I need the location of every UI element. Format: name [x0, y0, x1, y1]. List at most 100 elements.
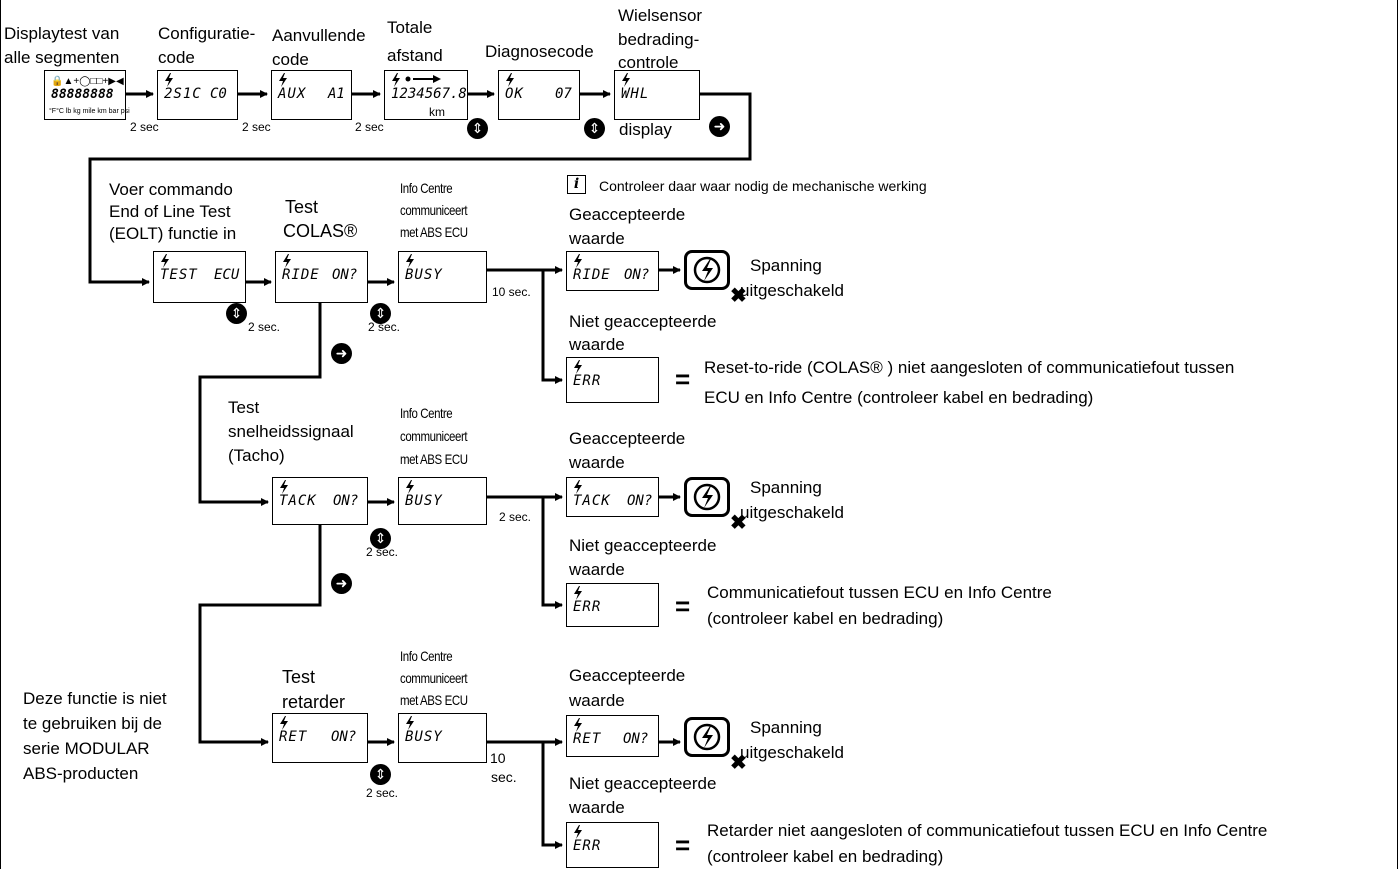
updown-button-icon: ⇕ [226, 303, 247, 324]
config-label-1: Configuratie- [158, 24, 256, 43]
colas-test-label-1: Test [285, 197, 319, 217]
lightning-icon [574, 360, 582, 374]
lightning-icon [279, 73, 287, 87]
lcd-wheel-value: WHL [621, 86, 650, 102]
lcd-accepted-right: ON? [624, 267, 650, 283]
retarder-test-label-2: retarder [282, 692, 346, 712]
colas-test-label-2: COLAS® [283, 221, 358, 241]
delay-label: 2 sec [355, 120, 384, 134]
updown-button-icon: ⇕ [370, 528, 391, 549]
info-centre-label-3: met ABS ECU [400, 692, 468, 708]
lcd-tacho-right: ON? [333, 493, 359, 509]
retarder-error-text-2: (controleer kabel en bedrading) [707, 847, 944, 866]
equals-sign: = [675, 364, 691, 394]
lcd-ride-on: RIDE ON? [275, 251, 368, 303]
equals-sign: = [675, 830, 691, 860]
not-accepted-label-1: Niet geaccepteerde [569, 536, 717, 555]
power-off-label-2: uitgeschakeld [740, 503, 844, 522]
power-off-icon [684, 477, 730, 517]
cross-icon: ✖ [730, 512, 747, 534]
power-off-label-1: Spanning [750, 256, 822, 275]
lcd-accepted-left: TACK [573, 493, 611, 509]
config-label-2: code [158, 48, 195, 67]
side-note-4: ABS-producten [23, 764, 139, 783]
displaytest-label-1: Displaytest van [4, 24, 120, 43]
delay-label: sec. [491, 769, 517, 785]
lightning-icon [574, 718, 582, 732]
lcd-accepted-ride: RIDE ON? [566, 251, 659, 291]
tacho-test-label-1: Test [228, 398, 260, 417]
lcd-accepted-retarder: RET ON? [566, 715, 659, 757]
updown-button-icon: ⇕ [370, 764, 391, 785]
info-centre-label-2: communiceert [400, 670, 468, 686]
lcd-wheel-sensor: WHL [614, 70, 700, 120]
lcd-aux-left: AUX [278, 86, 307, 102]
delay-label: 2 sec. [499, 510, 532, 524]
eolt-label-1: Voer commando [109, 180, 233, 199]
lcd-segments-icons: 🔒▲+◯□□+▶◀ [51, 76, 124, 87]
power-off-label-1: Spanning [750, 718, 822, 737]
power-off-icon [684, 717, 730, 757]
delay-label: 2 sec. [366, 786, 399, 800]
lcd-config-code: 2S1C C0 [157, 70, 238, 120]
power-off-label-2: uitgeschakeld [740, 281, 844, 300]
updown-button-icon: ⇕ [584, 118, 605, 139]
lightning-icon [283, 254, 291, 268]
accepted-label-1: Geaccepteerde [569, 205, 686, 224]
mechanical-note: Controleer daar waar nodig de mechanisch… [599, 178, 927, 194]
info-centre-label-1: Info Centre [400, 180, 453, 196]
lcd-diagnostic-code: OK 07 [498, 70, 580, 120]
info-centre-label-1: Info Centre [400, 648, 453, 664]
delay-label: 2 sec. [368, 320, 401, 334]
displaytest-label-2: alle segmenten [4, 48, 120, 67]
updown-button-icon: ⇕ [467, 118, 488, 139]
lcd-segments-digits: 88888888 [51, 87, 114, 102]
lightning-icon [574, 254, 582, 268]
lcd-aux-code: AUX A1 [271, 70, 352, 120]
distance-label-2: afstand [387, 46, 443, 65]
lcd-busy: BUSY [398, 251, 487, 303]
lcd-retarder-left: RET [279, 729, 308, 745]
eolt-label-3: (EOLT) functie in [109, 224, 237, 243]
delay-label: 2 sec [242, 120, 271, 134]
distance-label-1: Totale [387, 18, 433, 37]
lcd-aux-right: A1 [328, 86, 345, 102]
eolt-label-2: End of Line Test [109, 202, 231, 221]
lcd-test-ecu: TEST ECU [153, 251, 246, 303]
info-centre-label-2: communiceert [400, 428, 468, 444]
info-centre-label-3: met ABS ECU [400, 451, 468, 467]
lcd-total-distance: 1234567.8 km [384, 70, 468, 120]
right-arrow-button-icon: ➜ [331, 343, 352, 364]
power-off-icon [684, 250, 730, 290]
lcd-error: ERR [566, 357, 659, 403]
cross-icon: ✖ [730, 285, 747, 307]
retarder-error-text-1: Retarder niet aangesloten of communicati… [707, 821, 1268, 840]
display-label: display [619, 120, 672, 139]
equals-sign: = [675, 591, 691, 621]
lcd-error: ERR [566, 583, 659, 627]
side-note-1: Deze functie is niet [23, 689, 167, 708]
right-arrow-button-icon: ➜ [709, 116, 730, 137]
lightning-icon [392, 73, 400, 87]
delay-label: 10 sec. [492, 285, 531, 299]
lcd-busy-text: BUSY [405, 729, 443, 745]
info-centre-label-3: met ABS ECU [400, 224, 468, 240]
lcd-error-text: ERR [573, 838, 602, 854]
not-accepted-label-1: Niet geaccepteerde [569, 774, 717, 793]
lcd-ride-right: ON? [332, 267, 358, 283]
right-arrow-button-icon: ➜ [331, 573, 352, 594]
lightning-icon [280, 716, 288, 730]
lightning-icon [574, 586, 582, 600]
side-note-2: te gebruiken bij de [23, 714, 162, 733]
lightning-icon [161, 254, 169, 268]
colas-error-text-2: ECU en Info Centre (controleer kabel en … [704, 388, 1094, 407]
arrow-right-icon [405, 75, 441, 83]
delay-label: 2 sec. [248, 320, 281, 334]
lightning-icon [406, 480, 414, 494]
wheel-label-2: bedrading- [618, 30, 700, 49]
lcd-distance-value: 1234567.8 [391, 86, 467, 102]
not-accepted-label-2: waarde [569, 798, 625, 817]
delay-label: 10 [490, 750, 506, 766]
aux-label-2: code [272, 50, 309, 69]
